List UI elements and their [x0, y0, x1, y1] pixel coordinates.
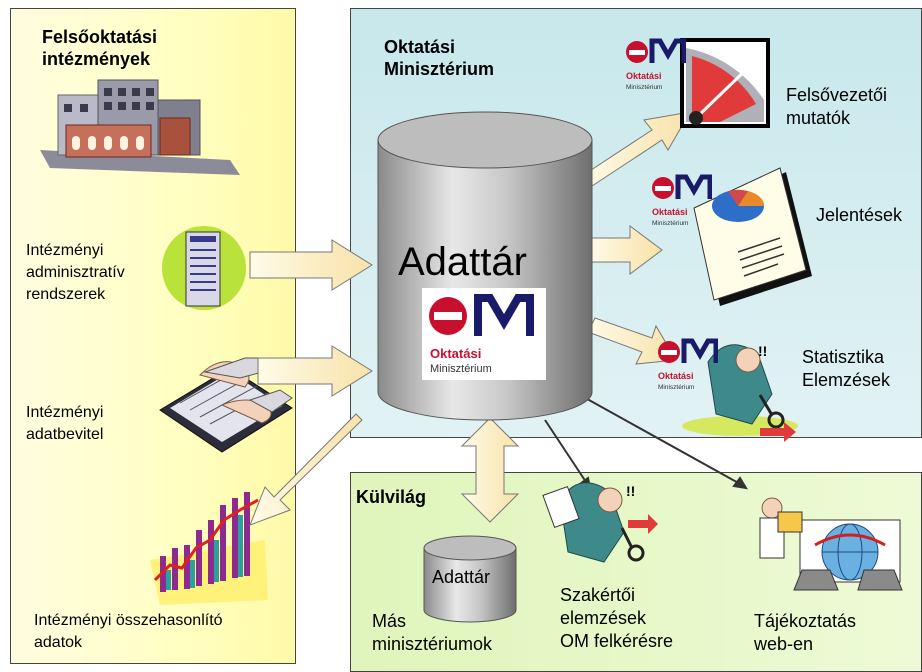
growth-chart-icon — [150, 492, 268, 605]
expert-analysis-label: Szakértői elemzések OM felkérésre — [560, 585, 674, 651]
reports-label: Jelentések — [816, 205, 903, 225]
web-globe-icon — [759, 497, 903, 591]
om-logo-statistics: Oktatási Minisztérium — [658, 338, 718, 391]
arrow-to-reports — [587, 225, 663, 275]
keyboard-typing-icon — [159, 357, 293, 453]
warehouse-label: Adattár — [398, 240, 527, 284]
building-icon — [40, 79, 240, 175]
logo-word1: Oktatási — [626, 71, 662, 81]
om-logo-executive: Oktatási Minisztérium — [626, 38, 686, 91]
arrow-warehouse-external — [460, 417, 520, 523]
logo-word1: Oktatási — [430, 346, 481, 361]
arrow-admin-to-warehouse — [249, 239, 373, 291]
svg-text:!!: !! — [626, 483, 635, 499]
arrow-to-statistics — [587, 317, 677, 365]
small-warehouse-label: Adattár — [432, 567, 491, 587]
institutions-title: Felsőoktatási intézmények — [42, 27, 158, 69]
other-ministries-label: Más minisztériumok — [372, 611, 493, 654]
comparison-label: Intézményi összehasonlító adatok — [34, 612, 223, 651]
data-entry-label: Intézményi adatbevitel — [26, 404, 104, 443]
web-info-label: Tájékoztatás web-en — [754, 611, 857, 654]
executive-label: Felsővezetői mutatók — [786, 85, 888, 128]
arrow-to-executive — [581, 111, 691, 187]
ministry-title: Oktatási Minisztérium — [384, 37, 495, 79]
logo-word2: Minisztérium — [658, 384, 694, 391]
server-icon — [162, 226, 246, 310]
arrow-entry-to-warehouse — [257, 345, 373, 397]
gauge-icon — [680, 38, 770, 128]
admin-systems-label: Intézményi adminisztratív rendszerek — [26, 242, 125, 303]
arrow-warehouse-to-comparison — [249, 413, 363, 526]
external-title: Külvilág — [356, 487, 427, 507]
svg-text:!!: !! — [758, 343, 767, 359]
om-logo-reports: Oktatási Minisztérium — [652, 174, 712, 227]
analyst-figure-icon: !! — [682, 343, 798, 442]
statistics-label: Statisztika Elemzések — [802, 347, 891, 390]
logo-word1: Oktatási — [658, 371, 694, 381]
expert-figure-icon: !! — [542, 482, 658, 563]
logo-word2: Minisztérium — [430, 363, 492, 375]
logo-word2: Minisztérium — [652, 220, 688, 227]
om-logo-warehouse: Oktatási Minisztérium — [429, 294, 534, 375]
logo-word1: Oktatási — [652, 207, 688, 217]
small-warehouse-cylinder — [423, 535, 517, 623]
logo-word2: Minisztérium — [626, 84, 662, 91]
report-document-icon — [693, 167, 812, 306]
